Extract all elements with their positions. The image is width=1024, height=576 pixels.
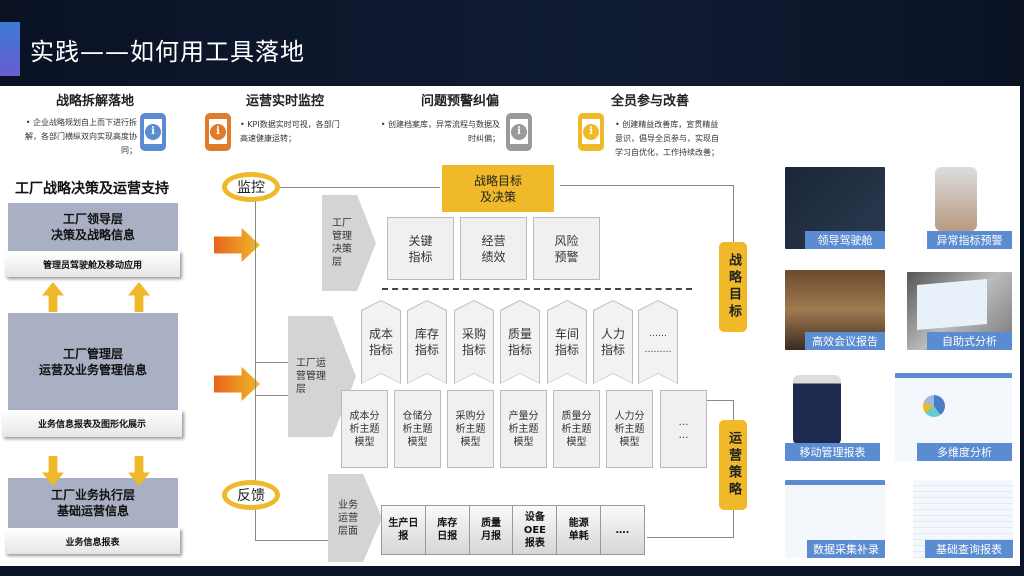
title-accent (0, 22, 20, 76)
indicator-label: 车间 指标 (548, 301, 586, 383)
feature-desc: • 创建精益改善库，宣贯精益意识，倡导全员参与，实现自学习自优化，工作持续改善； (615, 120, 719, 157)
model-box: 成本分 析主题 模型 (341, 390, 388, 468)
title-bar (0, 0, 1024, 86)
connector-line (647, 537, 734, 538)
model-box: 采购分 析主题 模型 (447, 390, 494, 468)
indicator-chevron: 采购 指标 (454, 300, 494, 384)
connector-line (733, 400, 734, 420)
decision-item: 风险 预警 (533, 217, 600, 280)
gallery-selfservice: 自助式分析 (907, 272, 1012, 350)
feature-desc: • KPI数据实时可视，各部门高速健康运转； (240, 120, 340, 143)
layer-leadership: 工厂领导层 决策及战略信息 (8, 203, 178, 251)
phone-image (793, 375, 841, 445)
indicator-chevron: 人力 指标 (593, 300, 633, 384)
feedback-badge: 反馈 (222, 480, 280, 510)
gallery-label: 数据采集补录 (807, 540, 885, 558)
strategic-goal-pill: 战略目标 (719, 242, 747, 332)
monitor-badge: 监控 (222, 172, 280, 202)
feature-heading: 问题预警纠偏 (420, 94, 499, 109)
phone-image (935, 167, 977, 231)
indicator-chevron: …… ……… (638, 300, 678, 384)
indicator-chevron: 库存 指标 (407, 300, 447, 384)
gallery-meeting: 高效会议报告 (785, 270, 885, 350)
connector-line (733, 510, 734, 538)
connector-line (733, 185, 734, 242)
decision-item: 关键 指标 (387, 217, 454, 280)
feature-heading: 全员参与改善 (610, 94, 689, 109)
indicator-label: 库存 指标 (408, 301, 446, 383)
left-panel-title: 工厂战略决策及运营支持 (15, 181, 169, 197)
layer-sub-label: 管理员驾驶舱及移动应用 (5, 251, 180, 277)
connector-line (280, 187, 440, 188)
layer-sub-label: 业务信息报表及图形化展示 (2, 410, 182, 437)
pie-image (923, 395, 945, 417)
indicator-label: 成本 指标 (362, 301, 400, 383)
model-box: 质量分 析主题 模型 (553, 390, 600, 468)
connector-line (255, 395, 288, 396)
indicator-chevron: 车间 指标 (547, 300, 587, 384)
gallery-label: 高效会议报告 (805, 332, 885, 350)
laptop-image (917, 278, 987, 331)
report-cell: …. (601, 506, 644, 554)
report-cell: 库存 日报 (425, 506, 470, 554)
gallery-multidim: 多维度分析 (895, 373, 1012, 461)
model-box: 仓储分 析主题 模型 (394, 390, 441, 468)
layer-management: 工厂管理层 运营及业务管理信息 (8, 313, 178, 410)
slide-title: 实践——如何用工具落地 (30, 38, 305, 66)
info-phone-icon: i (140, 113, 166, 151)
info-phone-icon: i (578, 113, 604, 151)
model-box: 产量分 析主题 模型 (500, 390, 547, 468)
strategic-goal-box: 战略目标 及决策 (442, 165, 554, 212)
report-cell: 质量 月报 (469, 506, 514, 554)
indicator-label: 质量 指标 (501, 301, 539, 383)
ops-strategy-pill: 运营策略 (719, 420, 747, 510)
feature-desc: • 企业战略规划自上而下进行拆解，各部门横纵双向实现高度协同； (25, 118, 137, 155)
gallery-query: 基础查询报表 (913, 480, 1013, 558)
decision-item: 经营 绩效 (460, 217, 527, 280)
indicator-chevron: 成本 指标 (361, 300, 401, 384)
layer-sub-label: 业务信息报表 (5, 528, 180, 554)
feature-desc: • 创建档案库，异常流程与数据及时纠偏； (380, 120, 500, 143)
connector-line (560, 185, 734, 186)
report-cell: 生产日 报 (382, 506, 426, 554)
connector-line (255, 362, 290, 363)
gallery-label: 领导驾驶舱 (805, 231, 885, 249)
connector-line (255, 200, 256, 540)
info-phone-icon: i (506, 113, 532, 151)
gallery-label: 基础查询报表 (925, 540, 1013, 558)
gallery-datacollect: 数据采集补录 (785, 480, 885, 558)
feature-heading: 战略拆解落地 (55, 94, 134, 109)
report-cell: 设备 OEE 报表 (513, 506, 558, 554)
gallery-label: 多维度分析 (917, 443, 1012, 461)
gallery-mobile: 移动管理报表 (785, 375, 885, 461)
gallery-label: 异常指标预警 (927, 231, 1012, 249)
gallery-label: 自助式分析 (927, 332, 1012, 350)
indicator-label: 人力 指标 (594, 301, 632, 383)
model-box: 人力分 析主题 模型 (606, 390, 653, 468)
gallery-cockpit: 领导驾驶舱 (785, 167, 885, 249)
info-phone-icon: i (205, 113, 231, 151)
connector-line (255, 540, 330, 541)
gallery-alert: 异常指标预警 (905, 167, 1012, 249)
feature-heading: 运营实时监控 (245, 94, 324, 109)
layer-execution: 工厂业务执行层 基础运营信息 (8, 478, 178, 528)
connector-line (707, 400, 734, 401)
indicator-label: …… ……… (639, 301, 677, 383)
model-box: … … (660, 390, 707, 468)
gallery-label: 移动管理报表 (785, 443, 880, 461)
indicator-chevron: 质量 指标 (500, 300, 540, 384)
indicator-label: 采购 指标 (455, 301, 493, 383)
report-cell: 能源 单耗 (557, 506, 602, 554)
report-row: 生产日 报 库存 日报 质量 月报 设备 OEE 报表 能源 单耗 …. (381, 505, 645, 555)
divider-dashed (382, 288, 692, 290)
